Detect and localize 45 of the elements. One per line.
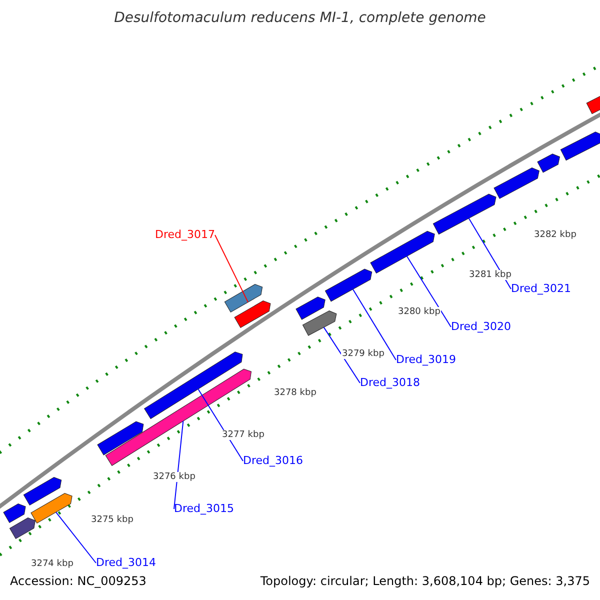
leader-line [56, 512, 96, 564]
scale-label: 3276 kbp [152, 472, 196, 482]
leader-line [174, 420, 184, 510]
scale-label: 3279 kbp [341, 349, 386, 359]
scale-label: 3277 kbp [221, 430, 266, 440]
leader-line [468, 218, 512, 290]
footer-note: Accession: NC_009253 [10, 574, 146, 588]
gene-label: Dred_3021 [511, 283, 571, 295]
gene-label: Dred_3019 [396, 354, 456, 366]
scale-label: 3281 kbp [468, 270, 512, 280]
gene-label: Dred_3020 [451, 321, 511, 333]
gene-block [537, 154, 560, 173]
scale-label: 3282 kbp [533, 230, 578, 240]
scale-label: 3274 kbp [30, 559, 74, 569]
gene-label: Dred_3016 [243, 455, 303, 467]
gene-block [586, 94, 600, 114]
scale-label: 3278 kbp [273, 388, 318, 398]
gene-label: Dred_3015 [174, 503, 234, 515]
gene-label: Dred_3018 [360, 377, 420, 389]
gene-block [432, 194, 496, 234]
leader-line [214, 234, 248, 303]
gene-block [296, 296, 326, 320]
scale-label: 3280 kbp [397, 307, 442, 317]
leader-line [198, 388, 244, 462]
scale-label: 3275 kbp [90, 515, 134, 525]
gene-block [3, 504, 26, 523]
leader-line [323, 326, 360, 384]
gene-block [324, 268, 372, 302]
footer-note: Topology: circular; Length: 3,608,104 bp; Genes: 3,375 [260, 574, 590, 588]
gene-block [10, 518, 36, 539]
gene-block [302, 310, 337, 336]
leader-line [352, 288, 396, 360]
gene-label: Dred_3017 [155, 229, 215, 241]
gene-block [144, 352, 243, 420]
gene-block [560, 132, 600, 161]
gene-block [494, 168, 540, 199]
gene-label: Dred_3014 [96, 557, 156, 569]
gene-block [224, 284, 263, 312]
leader-line [406, 256, 452, 328]
gene-block [97, 421, 144, 456]
gene-block [23, 477, 62, 506]
title: Desulfotomaculum reducens MI-1, complete genome [113, 10, 487, 26]
gene-block [234, 300, 271, 328]
gene-block [30, 493, 72, 524]
gene-block [370, 230, 435, 274]
